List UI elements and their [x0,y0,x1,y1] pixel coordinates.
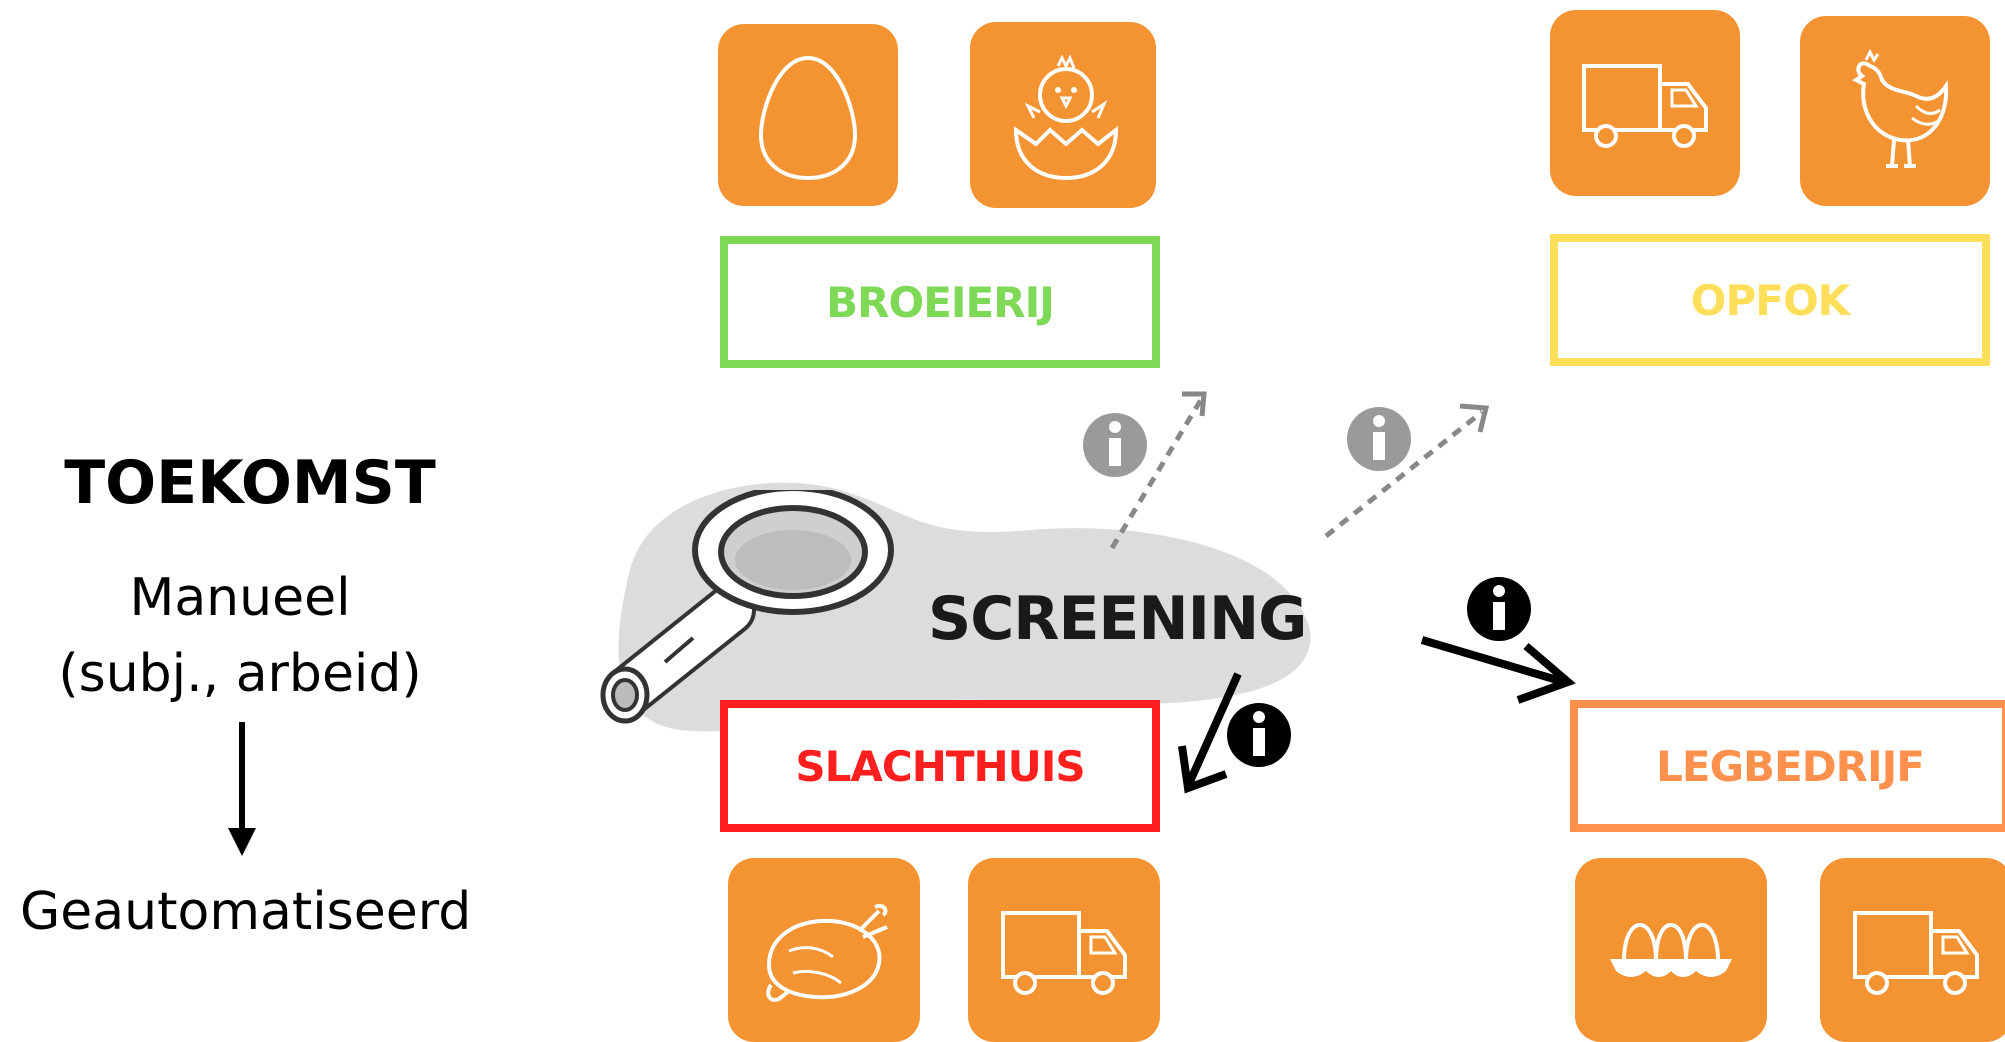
legend-arrow [228,722,256,856]
arrow-to-broeierij [1109,391,1207,550]
stage-legbedrijf-label: LEGBEDRIJF [1656,741,1925,791]
roast-chicken-icon [766,904,888,1002]
tile-egg [718,24,898,206]
tile-eggs [1575,858,1767,1042]
stage-legbedrijf: LEGBEDRIJF [1570,700,2005,832]
arrow-to-opfok [1324,403,1490,538]
tile-truck-top [1550,10,1740,196]
tile-roast-chicken [728,858,920,1042]
truck-icon [1853,911,1979,995]
legend-manual: Manueel [129,568,351,628]
truck-icon [1001,911,1127,995]
arrow-to-legbedrijf [1420,636,1576,704]
stage-broeierij: BROEIERIJ [720,236,1160,368]
info-icon [1467,577,1531,641]
legend-title: TOEKOMST [64,448,436,518]
eggs-tray-icon [1610,922,1732,977]
stage-slachthuis-label: SLACHTHUIS [795,741,1085,791]
tile-truck-bottom-right [1820,858,2005,1042]
magnifying-glass-icon [600,490,894,724]
screening-label: SCREENING [928,584,1307,654]
info-icon [1227,703,1291,767]
tile-hen [1800,16,1990,206]
info-icon [1347,407,1411,471]
stage-opfok-label: OPFOK [1690,275,1850,325]
arrow-to-slachthuis [1178,672,1242,794]
truck-icon [1582,64,1708,148]
stage-slachthuis: SLACHTHUIS [720,700,1160,832]
tile-truck-bottom-left [968,858,1160,1042]
legend-automated: Geautomatiseerd [20,882,472,942]
egg-icon [758,55,858,181]
stage-opfok: OPFOK [1550,234,1990,366]
tile-chick [970,22,1156,208]
legend-manual-detail: (subj., arbeid) [58,644,422,704]
hatching-chick-icon [1013,54,1119,181]
info-icon [1083,413,1147,477]
stage-broeierij-label: BROEIERIJ [826,277,1055,327]
hen-icon [1852,48,1949,168]
